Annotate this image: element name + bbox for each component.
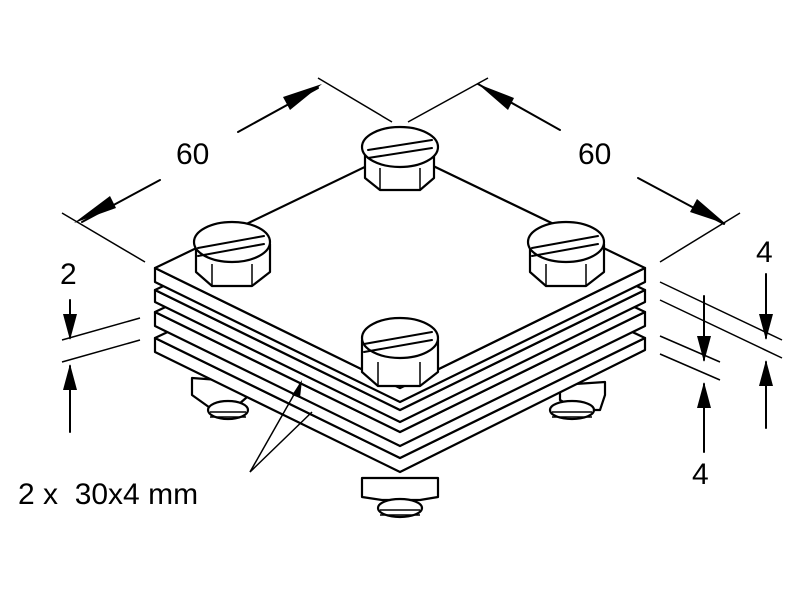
- extension-line: [659, 281, 783, 341]
- dimension-label-right-length: 60: [578, 138, 611, 171]
- bolt-left: [192, 220, 272, 288]
- bolt-slot-front: [363, 331, 433, 353]
- dimension-left-60: [61, 77, 393, 263]
- arrowhead: [63, 364, 77, 390]
- lower-nut-right: [548, 399, 596, 421]
- bolt-slot-back: [367, 139, 433, 159]
- dimension-label-gap-top: 4: [756, 236, 773, 269]
- arrowhead: [690, 199, 726, 224]
- top-plate-top: [153, 148, 647, 390]
- arrowhead: [697, 382, 711, 408]
- leader-line: [249, 383, 301, 473]
- arrowhead: [697, 336, 711, 362]
- dimension-label-gap-bottom: 4: [692, 458, 709, 491]
- extension-line: [317, 77, 393, 123]
- arrowhead: [292, 380, 302, 398]
- top-plate: [153, 148, 647, 404]
- extension-line: [659, 299, 783, 359]
- dimension-label-left-length: 60: [176, 138, 209, 171]
- dimension-right-60: [407, 77, 741, 263]
- arrowhead: [759, 360, 773, 386]
- extension-line: [407, 77, 489, 123]
- bolt-front: [360, 316, 440, 388]
- arrowhead: [63, 314, 77, 340]
- dimension-label-plate-thickness: 2: [60, 258, 77, 291]
- bolt-right: [526, 220, 606, 288]
- arrowhead: [478, 84, 514, 110]
- extension-line: [659, 212, 741, 263]
- arrowhead: [283, 84, 322, 110]
- lower-bolt-front: [360, 476, 440, 502]
- extension-line: [61, 339, 141, 363]
- arrowhead: [759, 314, 773, 340]
- lower-nut-left: [206, 399, 250, 421]
- bolt-slot-right: [531, 235, 599, 257]
- lower-nut-front: [376, 497, 424, 519]
- extension-line: [61, 317, 141, 341]
- strip-spec-label: 2 x 30x4 mm: [18, 478, 198, 511]
- dimension-plate-thickness: [61, 299, 141, 433]
- leader-line: [249, 411, 313, 473]
- bolt-back: [360, 125, 440, 192]
- extension-line: [61, 212, 146, 263]
- bolt-cap-back: [360, 125, 440, 169]
- bolt-slot-left: [197, 235, 265, 257]
- extension-line: [659, 335, 721, 363]
- strip-leaders: [249, 380, 313, 473]
- arrowhead: [74, 196, 116, 223]
- dimension-right-gaps: [659, 273, 783, 453]
- extension-line: [659, 353, 721, 381]
